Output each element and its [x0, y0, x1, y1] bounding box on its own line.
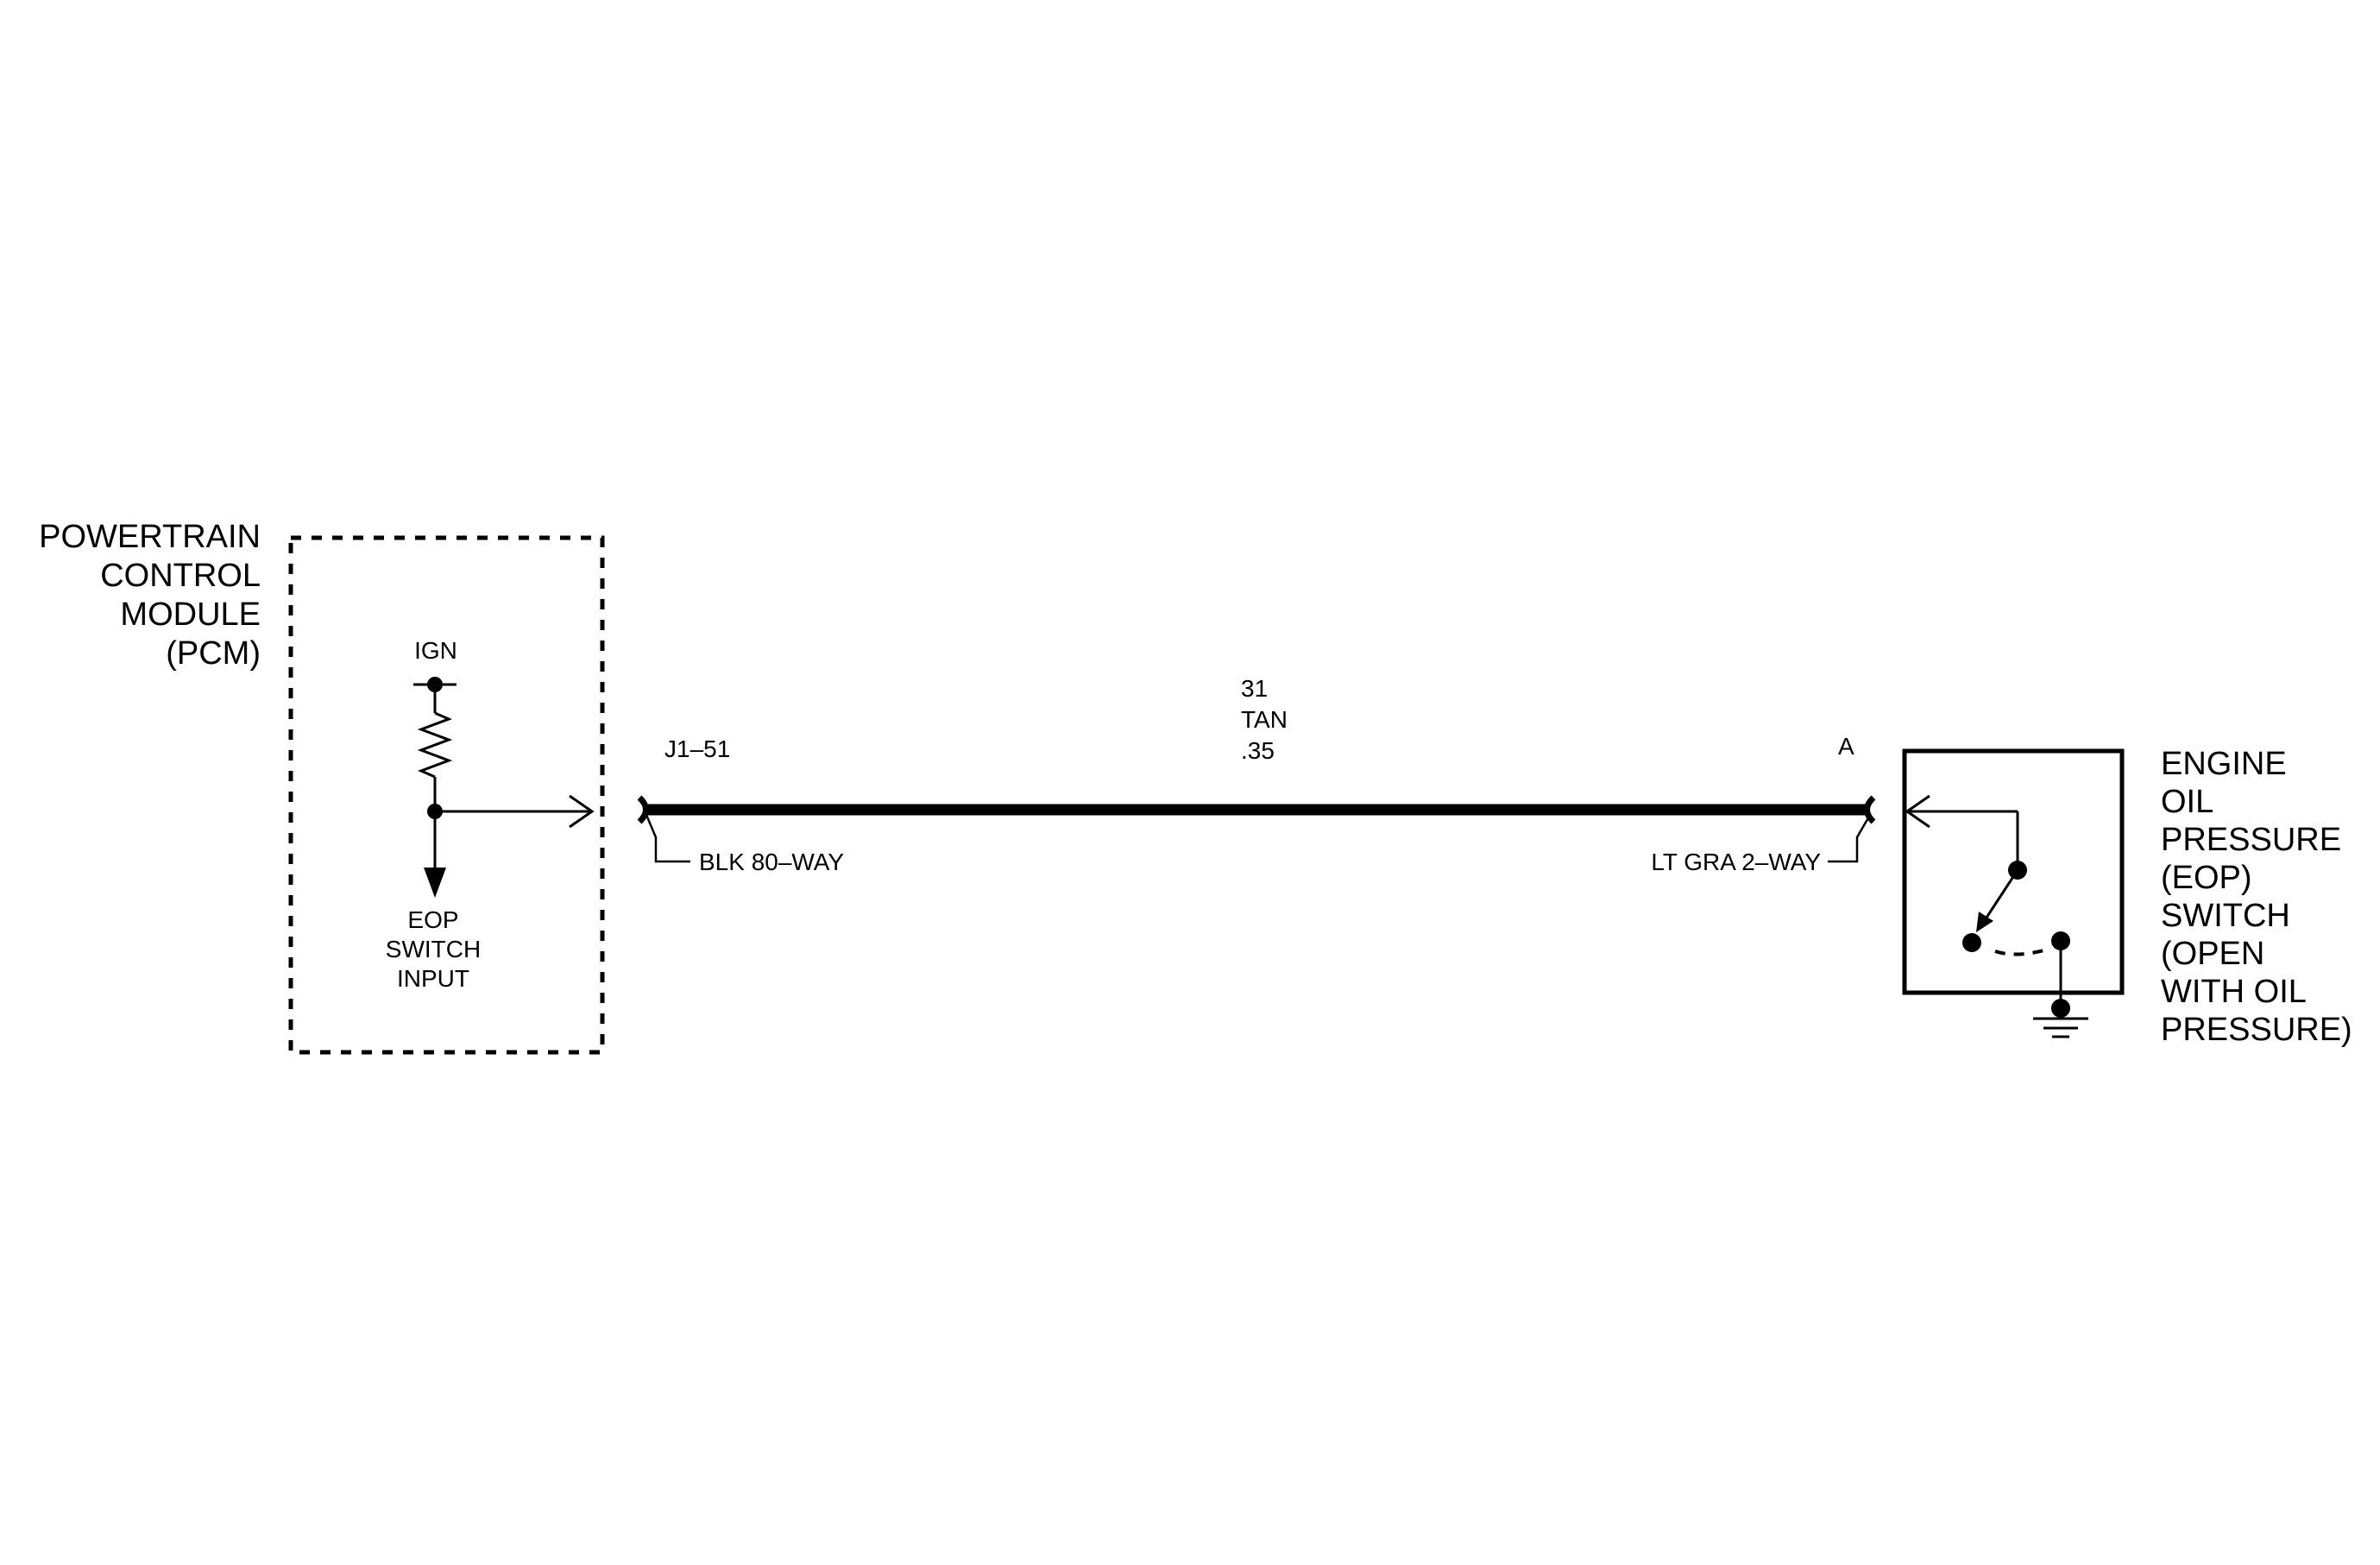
input-label-line-2: SWITCH [386, 936, 481, 962]
switch-connector-leader [1828, 814, 1872, 863]
pcm-label: POWERTRAIN CONTROL MODULE (PCM) [39, 519, 261, 672]
eop-label-line-7: WITH OIL [2161, 974, 2307, 1010]
switch-arm-arrow-icon [1976, 912, 1993, 932]
ign-label: IGN [414, 637, 457, 664]
pullup-resistor-icon [417, 711, 453, 779]
eop-label-line-3: PRESSURE [2161, 822, 2341, 858]
eop-switch-label: ENGINE OIL PRESSURE (EOP) SWITCH (OPEN W… [2161, 746, 2352, 1048]
wire-color: TAN [1241, 706, 1288, 733]
pcm-label-line-1: POWERTRAIN [39, 519, 261, 555]
ground-junction-dot [2051, 999, 2070, 1018]
eop-label-line-5: SWITCH [2161, 898, 2290, 934]
eop-label-line-2: OIL [2161, 784, 2213, 820]
wire-spec-label: 31 TAN .35 [1241, 675, 1288, 764]
pcm-connector-arrow-icon [569, 794, 595, 829]
eop-label-line-4: (EOP) [2161, 860, 2252, 896]
eop-switch-box [1902, 748, 2125, 995]
wire-circuit-number: 31 [1241, 675, 1268, 702]
input-arrow-icon [424, 868, 446, 898]
pcm-module-box [288, 535, 605, 1055]
wire-gauge: .35 [1241, 737, 1275, 764]
switch-contact-dot [1962, 933, 1981, 952]
switch-connector-end-icon [1864, 795, 1876, 824]
eop-label-line-8: PRESSURE) [2161, 1012, 2352, 1048]
pcm-connector-end-icon [637, 795, 649, 824]
eop-label-line-6: (OPEN [2161, 936, 2264, 972]
pcm-pin-label: J1–51 [664, 735, 730, 762]
switch-arm [1985, 869, 2019, 918]
input-label-line-1: EOP [407, 906, 458, 933]
eop-switch-input-label: EOP SWITCH INPUT [386, 906, 481, 992]
pcm-label-line-3: MODULE [120, 596, 261, 633]
eop-label-line-1: ENGINE [2161, 746, 2287, 782]
switch-pin-label: A [1838, 733, 1854, 760]
switch-input-arrow-icon [1905, 794, 1930, 829]
pcm-label-line-2: CONTROL [100, 558, 261, 594]
input-label-line-3: INPUT [397, 965, 469, 992]
switch-connector-label: LT GRA 2–WAY [1651, 849, 1821, 875]
pcm-connector-leader [645, 814, 690, 863]
ground-icon [2033, 1017, 2088, 1038]
pcm-connector-label: BLK 80–WAY [699, 849, 844, 875]
switch-open-dashed-arc [1994, 948, 2048, 956]
pcm-label-line-4: (PCM) [166, 635, 261, 672]
